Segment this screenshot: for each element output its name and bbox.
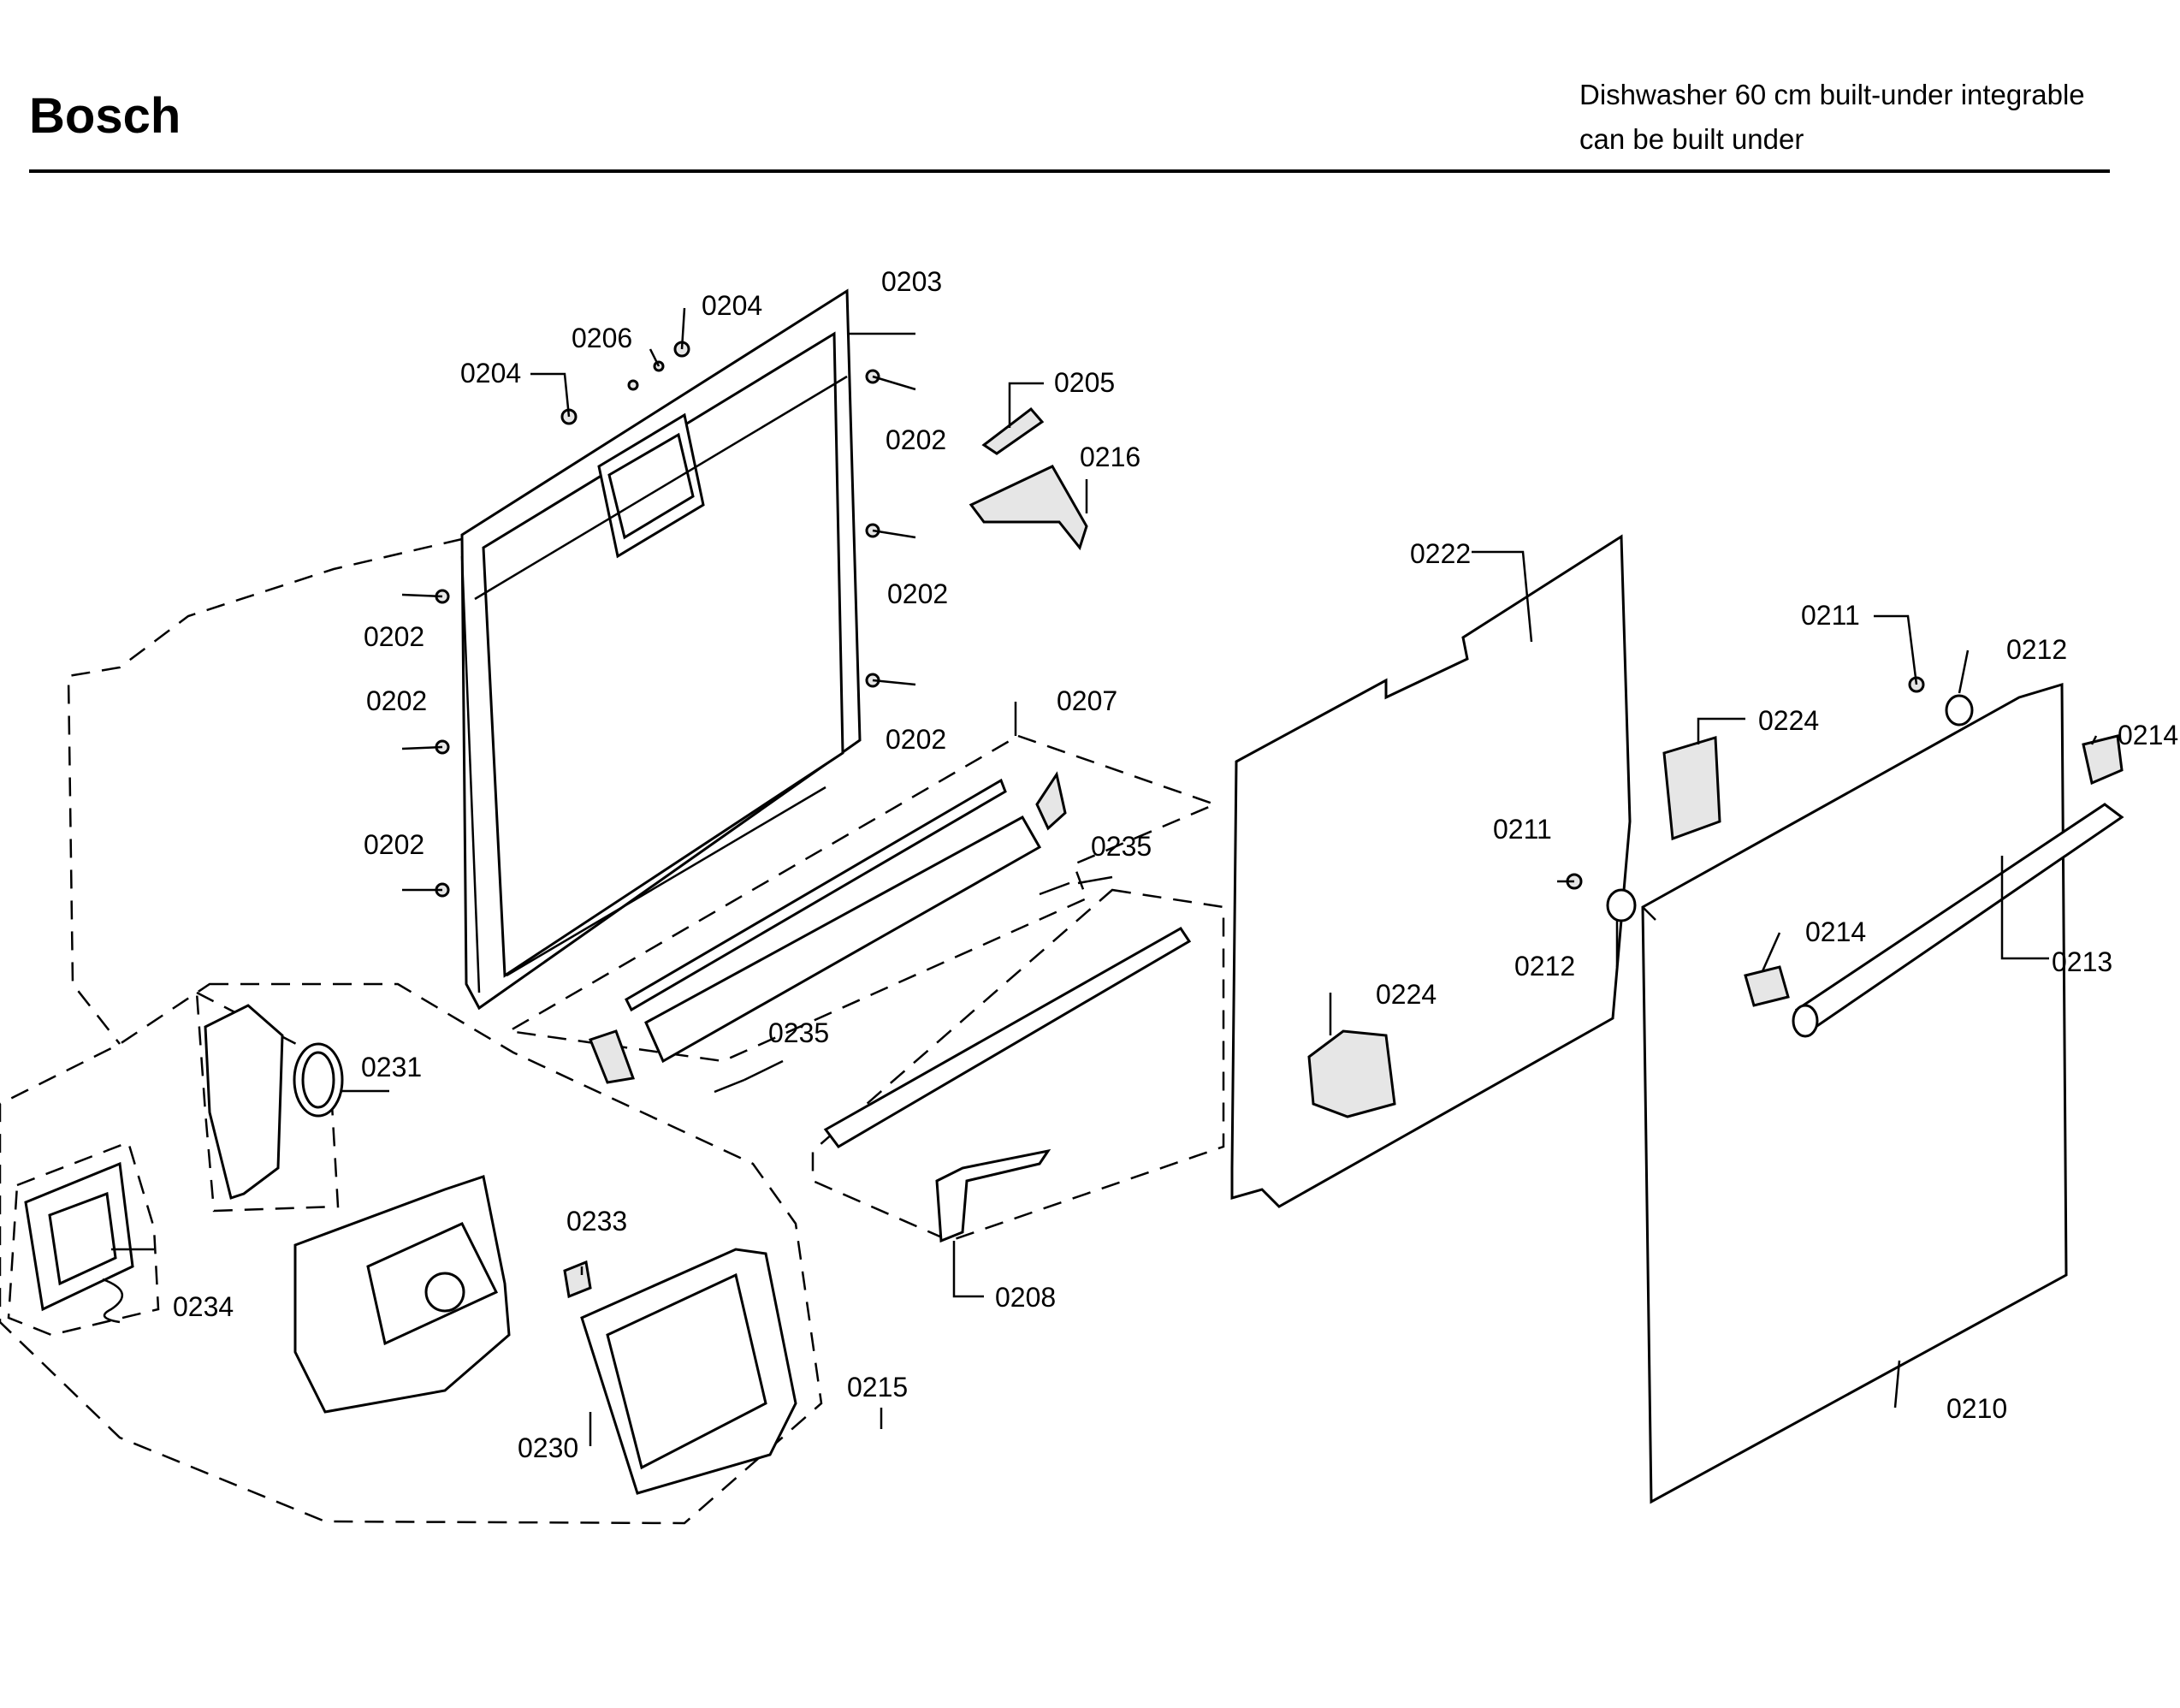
- callout-0206: 0206: [572, 323, 632, 353]
- door-seal-rail: [589, 771, 1070, 1094]
- control-module: [293, 1175, 592, 1414]
- brand-name: Bosch: [29, 88, 181, 144]
- callout-0224: 0224: [1376, 979, 1437, 1010]
- outer-door-panel: [1641, 682, 2068, 1504]
- callout-0212: 0212: [2006, 634, 2067, 665]
- callout-0208: 0208: [995, 1282, 1056, 1313]
- callout-0214: 0214: [1805, 916, 1866, 947]
- switch-assembly: [24, 1161, 134, 1324]
- leader-lines: [111, 307, 2098, 1446]
- callout-0212: 0212: [1514, 951, 1575, 982]
- insulation-panel: [1230, 534, 1632, 1208]
- diagram-title-line1: Dishwasher 60 cm built-under integrable: [1579, 79, 2085, 110]
- relay-assembly: [204, 1004, 344, 1200]
- small-hardware: [1566, 676, 2124, 1007]
- control-module-group-outline: [0, 982, 823, 1525]
- callout-0202: 0202: [366, 685, 427, 716]
- callout-0211: 0211: [1493, 814, 1552, 845]
- hinge-rail: [823, 927, 1192, 1243]
- callout-0202: 0202: [364, 621, 424, 652]
- callout-0204: 0204: [460, 358, 521, 388]
- callout-0215: 0215: [847, 1372, 908, 1403]
- callout-0224: 0224: [1758, 705, 1819, 736]
- callout-0222: 0222: [1410, 538, 1471, 569]
- callout-0216: 0216: [1080, 442, 1140, 472]
- callout-0202: 0202: [887, 578, 948, 609]
- callout-0230: 0230: [518, 1432, 578, 1463]
- callout-0203: 0203: [881, 266, 942, 297]
- callout-0235: 0235: [1091, 831, 1152, 862]
- inner-door-frame: [460, 288, 862, 1011]
- control-frame: [580, 1248, 797, 1495]
- callout-0202: 0202: [886, 424, 946, 455]
- callout-0205: 0205: [1054, 367, 1115, 398]
- diagram-title-line2: can be built under: [1579, 123, 1804, 155]
- callout-0211: 0211: [1801, 600, 1860, 631]
- callout-0204: 0204: [702, 290, 762, 321]
- callout-0202: 0202: [886, 724, 946, 755]
- callout-0234: 0234: [173, 1291, 234, 1322]
- callout-0235: 0235: [768, 1017, 829, 1048]
- inner-door-group-outline: [67, 537, 463, 1045]
- callout-0233: 0233: [566, 1206, 627, 1237]
- switch-group-outline: [7, 1141, 160, 1337]
- callout-0231: 0231: [361, 1052, 422, 1082]
- callout-0214: 0214: [2118, 720, 2178, 750]
- callout-0213: 0213: [2052, 946, 2112, 977]
- header-rule: [29, 169, 2110, 173]
- callout-0202: 0202: [364, 829, 424, 860]
- callout-0207: 0207: [1057, 685, 1117, 716]
- latch-parts: [969, 406, 1088, 551]
- callout-0210: 0210: [1946, 1393, 2007, 1424]
